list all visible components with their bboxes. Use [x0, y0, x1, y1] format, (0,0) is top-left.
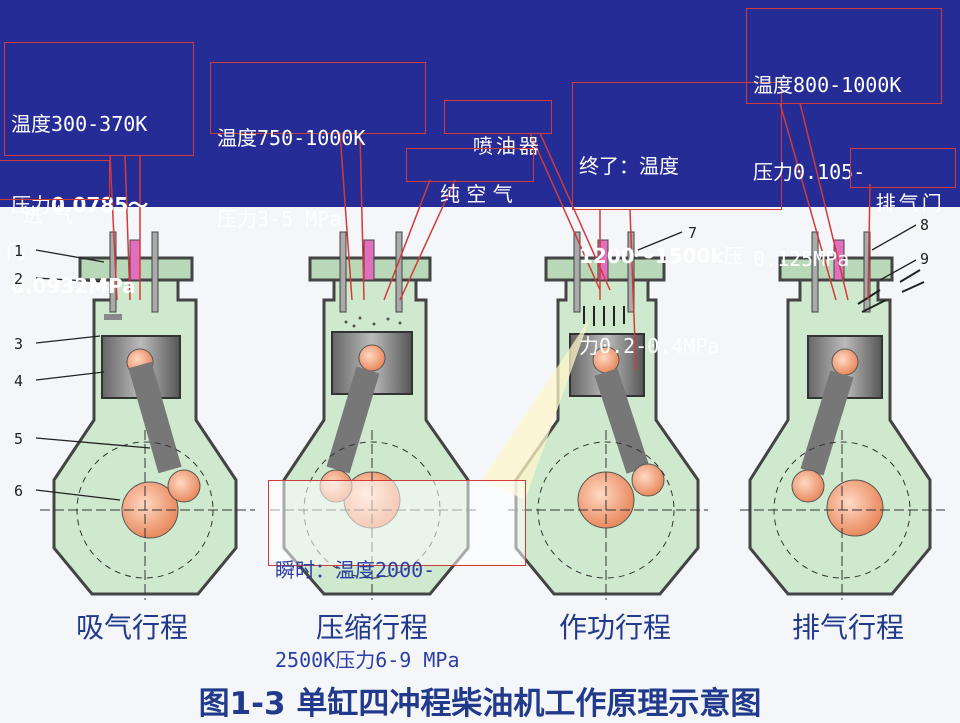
callout-exhaust: 温度800-1000K 压力0.105- 0.125MPa — [746, 8, 942, 271]
callout-exhaust-valve: 排气门 — [850, 148, 956, 215]
stroke-label-compression: 压缩行程 — [315, 611, 428, 644]
callout-compression: 温度750-1000K 压力3-5 MPa — [210, 62, 426, 231]
stroke-label-exhaust: 排气行程 — [791, 611, 904, 644]
part-number-9: 9 — [920, 250, 930, 268]
engine-intake — [40, 231, 255, 600]
highlight-beam — [482, 318, 590, 500]
part-number-6: 6 — [14, 482, 24, 500]
part-number-4: 4 — [14, 372, 24, 390]
part-number-5: 5 — [14, 430, 24, 448]
part-number-7: 7 — [688, 224, 698, 242]
callout-pure-air: 纯 空 气 — [406, 148, 534, 206]
callout-intake-valve: 进 气 门 — [0, 160, 110, 263]
callout-intake: 温度300-370K 压力0.0785～ 0.0932MPa — [4, 42, 194, 298]
leader-lines — [109, 102, 871, 371]
part-number-8: 8 — [920, 216, 930, 234]
engine-power — [508, 231, 708, 600]
figure-caption: 图1-3 单缸四冲程柴油机工作原理示意图 — [198, 686, 762, 722]
callout-instant: 瞬时：温度2000- 2500K压力6-9 MPa — [268, 480, 526, 672]
stroke-label-intake: 吸气行程 — [75, 611, 188, 644]
callout-combustion-end: 终了：温度 1200～1500k压 力0.2-0.4MPa — [572, 82, 782, 358]
stroke-label-power: 作功行程 — [558, 611, 671, 644]
part-number-3: 3 — [14, 335, 24, 353]
callout-injector: 喷油器 — [444, 100, 552, 158]
part-number-2: 2 — [14, 270, 24, 288]
engine-exhaust — [740, 231, 945, 600]
connecting-rod — [128, 361, 182, 474]
part-number-1: 1 — [14, 242, 24, 260]
